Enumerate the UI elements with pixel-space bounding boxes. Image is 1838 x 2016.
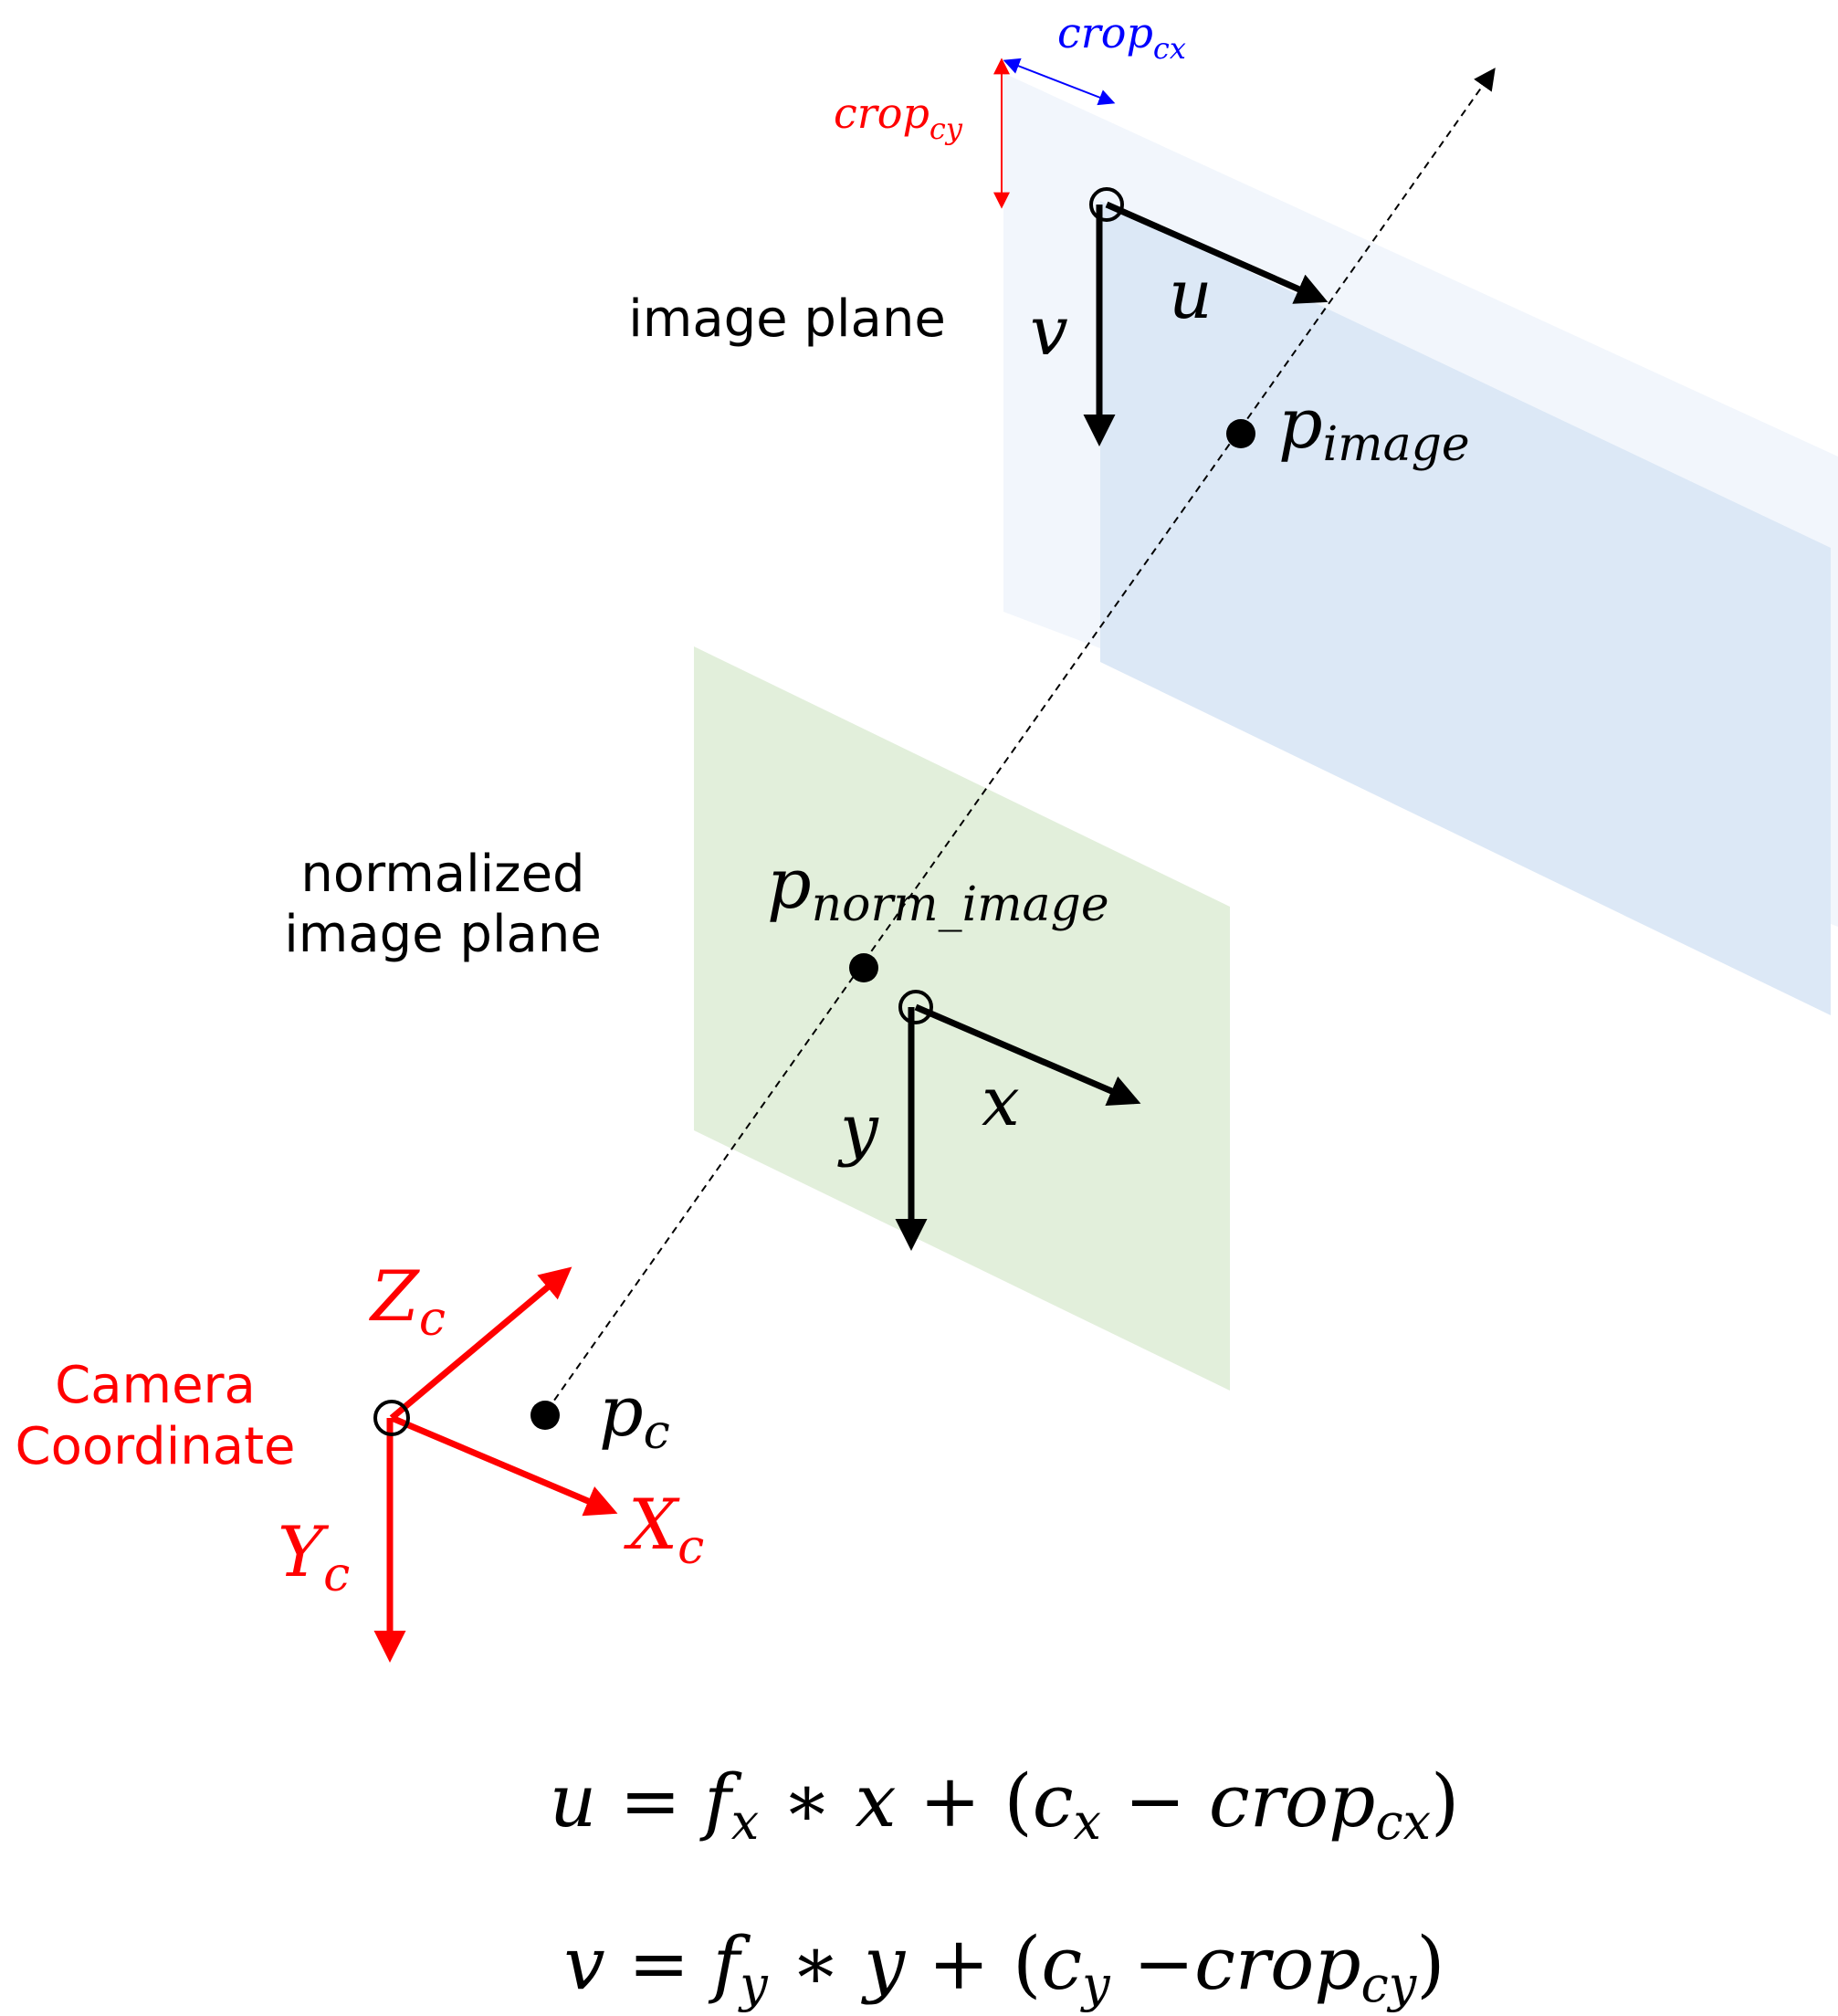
p-image-point	[1226, 419, 1255, 448]
normalized-image-plane	[694, 646, 1230, 1391]
projection-ray	[546, 68, 1496, 1412]
p-norm-image-point	[849, 953, 878, 982]
v-axis-label: v	[1030, 292, 1068, 371]
camera-coordinate-label-line2: Coordinate	[16, 1417, 296, 1476]
x-axis-arrow	[914, 1003, 1141, 1107]
camera-z-label: Zc	[369, 1255, 446, 1347]
norm-origin-marker	[898, 990, 933, 1024]
y-axis-label: y	[837, 1090, 879, 1169]
p-c-label: pc	[599, 1370, 670, 1460]
image-origin-marker	[1089, 187, 1124, 222]
equation-u: u = fx ∗ x + (cx − cropcx)	[550, 1759, 1460, 1856]
camera-coordinate-label-line1: Camera	[55, 1356, 256, 1415]
camera-x-axis-arrow	[390, 1414, 618, 1517]
u-axis-label: u	[1169, 256, 1213, 334]
u-axis-arrow	[1105, 201, 1329, 304]
normalized-plane-label-line2: image plane	[284, 905, 602, 964]
image-plane-label: image plane	[628, 289, 946, 349]
p-norm-image-label: pnorm_image	[767, 843, 1109, 932]
p-image-label: pimage	[1278, 383, 1470, 472]
crop-cy-label: cropcy	[834, 89, 963, 146]
camera-origin-marker	[373, 1400, 410, 1436]
normalized-plane-label-line1: normalized	[300, 845, 584, 904]
image-plane	[1100, 201, 1831, 1015]
crop-cx-arrow	[1003, 58, 1116, 106]
p-c-point	[530, 1401, 560, 1430]
equation-v: v = fy ∗ y + (cy −cropcy)	[564, 1921, 1445, 2016]
camera-y-label: Yc	[278, 1511, 350, 1602]
x-axis-label: x	[982, 1063, 1020, 1141]
camera-x-label: Xc	[624, 1484, 704, 1575]
crop-cx-label: cropcx	[1057, 8, 1186, 66]
camera-z-axis-arrow	[389, 1266, 572, 1421]
